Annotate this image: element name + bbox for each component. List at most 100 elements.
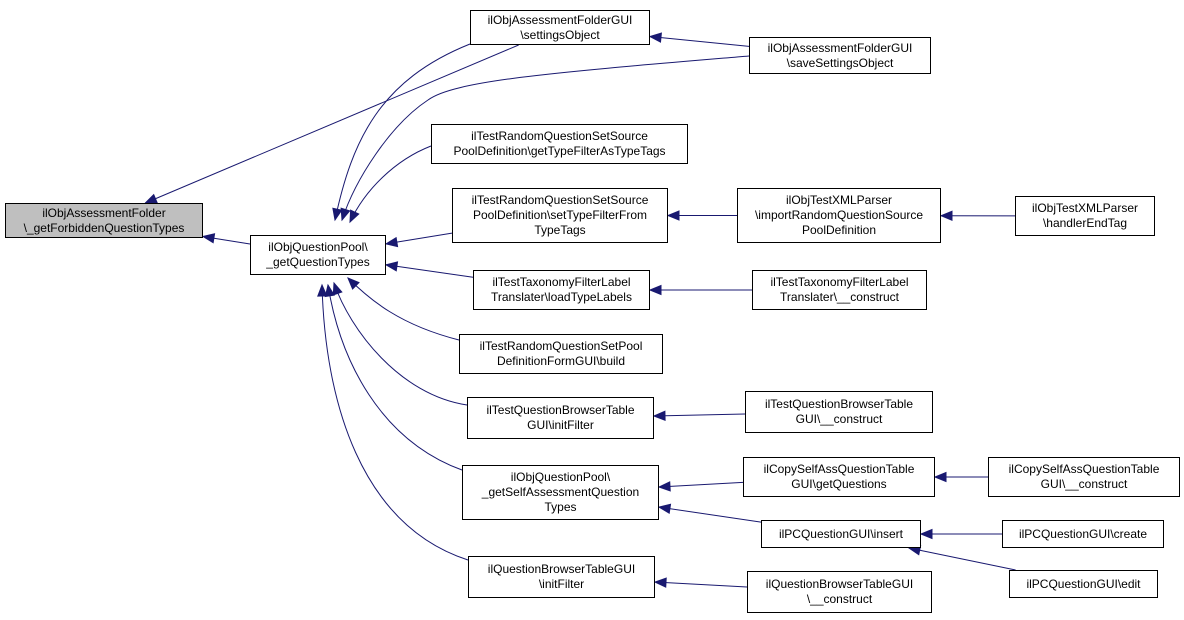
arrowhead-gsaq-to-gqt	[324, 283, 335, 298]
node-pced[interactable]: ilPCQuestionGUI\edit	[1009, 570, 1158, 598]
edge-afsso-to-gqt	[341, 55, 750, 221]
node-label-line: ilTestRandomQuestionSetSource	[471, 129, 648, 143]
node-label-line: ilObjQuestionPool\	[510, 470, 611, 484]
node-gsaq[interactable]: ilObjQuestionPool\_getSelfAssessmentQues…	[462, 465, 659, 520]
node-label-line: ilTestRandomQuestionSetSource	[471, 193, 649, 207]
arrowhead-qbi-to-gqt	[317, 283, 328, 297]
arrowhead-gtf-to-gqt	[349, 209, 360, 224]
arrowhead-xirq-to-stf	[666, 210, 680, 221]
node-label-line: ilObjAssessmentFolder	[42, 205, 166, 220]
node-label-line: ilQuestionBrowserTableGUI	[487, 562, 636, 576]
node-label-line: ilTestQuestionBrowserTable	[486, 403, 635, 417]
edge-afso-to-root	[145, 44, 519, 204]
node-label-line: ilObjAssessmentFolderGUI	[487, 12, 633, 27]
edge-qbc-to-qbi	[654, 581, 748, 588]
node-qbi[interactable]: ilQuestionBrowserTableGUI\initFilter	[468, 556, 655, 598]
node-label-line: Types	[544, 500, 577, 514]
node-pcins[interactable]: ilPCQuestionGUI\insert	[761, 520, 921, 548]
edge-pced-to-pcins	[908, 547, 1016, 571]
node-label-line: \importRandomQuestionSource	[754, 208, 924, 222]
edge-afso-to-gqt	[334, 43, 471, 221]
node-label-line: ilTestRandomQuestionSetPool	[479, 339, 643, 353]
edge-pcins-to-gsaq	[658, 506, 762, 523]
arrowhead-xhet-to-xirq	[939, 210, 953, 221]
arrowhead-qbc-to-qbi	[653, 577, 667, 588]
node-label-line: PoolDefinition\getTypeFilterAsTypeTags	[453, 144, 666, 158]
arrowhead-pcins-to-gsaq	[657, 503, 672, 514]
node-label-line: ilObjQuestionPool\	[268, 240, 368, 254]
node-label-line: GUI\__construct	[1040, 477, 1128, 491]
node-gqt[interactable]: ilObjQuestionPool\_getQuestionTypes	[250, 235, 386, 275]
node-label-line: PoolDefinition\setTypeFilterFrom	[472, 208, 648, 222]
edge-gsaq-to-gqt	[327, 284, 463, 471]
node-pccr[interactable]: ilPCQuestionGUI\create	[1002, 520, 1164, 548]
node-label-line: \initFilter	[538, 577, 585, 591]
node-label-line: GUI\__construct	[795, 412, 883, 426]
arrowhead-pccr-to-pcins	[919, 528, 933, 540]
node-label-line: ilObjTestXMLParser	[1031, 201, 1139, 215]
node-qbc[interactable]: ilQuestionBrowserTableGUI\__construct	[747, 571, 932, 613]
arrowhead-afso-to-gqt	[332, 207, 343, 222]
node-label-line: \_getForbiddenQuestionTypes	[23, 220, 185, 235]
node-label-line: ilObjTestXMLParser	[785, 193, 893, 207]
node-xhet[interactable]: ilObjTestXMLParser\handlerEndTag	[1015, 196, 1155, 236]
edge-rqsp-to-gqt	[347, 277, 460, 341]
node-label-line: ilTestQuestionBrowserTable	[764, 397, 914, 411]
arrowhead-stf-to-gqt	[384, 236, 399, 248]
edge-tqbc-to-tqbi	[653, 413, 746, 417]
arrowhead-gqt-to-root	[201, 233, 216, 244]
arrowhead-tqbc-to-tqbi	[652, 410, 666, 421]
node-label-line: \__construct	[806, 592, 873, 606]
node-label-line: ilPCQuestionGUI\create	[1018, 526, 1148, 541]
arrowhead-csc-to-csgq	[933, 471, 947, 483]
node-label-line: _getSelfAssessmentQuestion	[481, 485, 640, 499]
node-label-line: ilQuestionBrowserTableGUI	[765, 577, 914, 591]
node-label-line: \settingsObject	[520, 27, 600, 42]
node-label-line: ilCopySelfAssQuestionTable	[1008, 462, 1160, 476]
node-afso[interactable]: ilObjAssessmentFolderGUI\settingsObject	[470, 10, 650, 45]
node-label-line: ilPCQuestionGUI\insert	[778, 526, 904, 541]
node-label-line: Translater\__construct	[780, 290, 899, 304]
node-label-line: GUI\getQuestions	[791, 477, 887, 491]
arrowhead-tflc-to-tfll	[648, 284, 662, 296]
node-label-line: TypeTags	[534, 223, 586, 237]
node-xirq[interactable]: ilObjTestXMLParser\importRandomQuestionS…	[737, 188, 941, 243]
node-label-line: DefinitionFormGUI\build	[496, 354, 626, 368]
edge-tqbi-to-gqt	[333, 282, 468, 406]
node-label-line: PoolDefinition	[801, 223, 877, 237]
arrowhead-afsso-to-afso	[648, 32, 662, 43]
arrowhead-afso-to-root	[144, 193, 158, 204]
node-label-line: GUI\initFilter	[527, 418, 594, 432]
edge-qbi-to-gqt	[321, 284, 469, 561]
node-label-line: ilPCQuestionGUI\edit	[1026, 576, 1141, 591]
node-label-line: ilTestTaxonomyFilterLabel	[492, 275, 631, 289]
node-label-line: ilObjAssessmentFolderGUI	[767, 40, 913, 55]
node-label-line: _getQuestionTypes	[266, 255, 370, 269]
node-label-line: Translater\loadTypeLabels	[491, 290, 632, 304]
node-root[interactable]: ilObjAssessmentFolder\_getForbiddenQuest…	[5, 203, 203, 238]
node-afsso[interactable]: ilObjAssessmentFolderGUI\saveSettingsObj…	[749, 37, 931, 74]
edge-gtf-to-gqt	[349, 145, 432, 223]
node-label-line: ilCopySelfAssQuestionTable	[763, 462, 915, 476]
edge-afsso-to-afso	[649, 36, 750, 47]
edge-tfll-to-gqt	[385, 264, 474, 278]
edge-csgq-to-gsaq	[658, 481, 744, 488]
node-label-line: ilTestTaxonomyFilterLabel	[770, 275, 909, 289]
arrowhead-rqsp-to-gqt	[347, 277, 360, 290]
arrowhead-afsso-to-gqt	[340, 207, 351, 222]
arrowhead-csgq-to-gsaq	[657, 481, 671, 492]
node-label-line: \handlerEndTag	[1042, 216, 1128, 230]
arrowhead-tqbi-to-gqt	[332, 281, 343, 296]
node-label-line: \saveSettingsObject	[786, 55, 894, 70]
arrowhead-tfll-to-gqt	[384, 261, 399, 272]
